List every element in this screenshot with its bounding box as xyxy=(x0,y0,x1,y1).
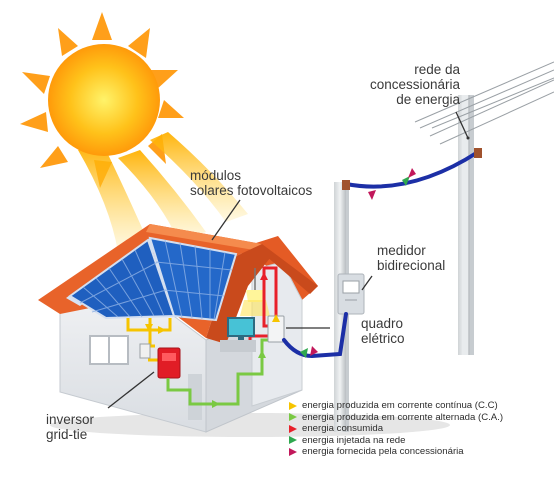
ac-arrow-2 xyxy=(258,350,266,358)
label-inverter-line2: grid-tie xyxy=(46,427,88,442)
legend-marker-dc xyxy=(289,401,297,410)
label-bidirectional-meter: medidor bidirecional xyxy=(377,243,445,273)
insulator-2 xyxy=(474,148,482,158)
television xyxy=(220,317,256,352)
label-solar-modules: módulos solares fotovoltaicos xyxy=(190,168,312,198)
legend-text-supplied: energia fornecida pela concessionária xyxy=(302,446,464,458)
legend-text-dc: energia produzida em corrente contínua (… xyxy=(302,400,498,412)
label-connectors xyxy=(107,111,469,409)
grid-cable xyxy=(282,150,480,359)
legend-marker-ac xyxy=(289,413,297,422)
label-inverter-line1: inversor xyxy=(46,412,95,427)
legend: energia produzida em corrente contínua (… xyxy=(289,400,503,458)
legend-marker-injected xyxy=(289,436,297,445)
label-electrical-panel: quadro elétrico xyxy=(361,316,405,346)
insulator xyxy=(342,180,350,190)
legend-item-consumed: energia consumida xyxy=(289,423,503,435)
label-utility-grid: rede da concessionária de energia xyxy=(362,62,460,107)
label-solar-modules-line1: módulos xyxy=(190,168,242,183)
label-solar-modules-line2: solares fotovoltaicos xyxy=(190,183,313,198)
legend-marker-consumed xyxy=(289,424,297,433)
grid-flow-arrows xyxy=(300,168,416,358)
legend-item-dc: energia produzida em corrente contínua (… xyxy=(289,400,503,412)
sun xyxy=(48,44,160,156)
dc-switch xyxy=(139,343,151,359)
legend-item-ac: energia produzida em corrente alternada … xyxy=(289,412,503,424)
inverter xyxy=(157,347,181,379)
label-utility-grid-line1: rede da xyxy=(414,62,460,77)
sun-beams xyxy=(78,132,248,252)
consumption-arrow xyxy=(260,272,268,280)
grid-wires xyxy=(414,61,554,145)
solar-panels xyxy=(66,236,238,322)
legend-item-injected: energia injetada na rede xyxy=(289,435,503,447)
label-utility-grid-line2: concessionária xyxy=(369,77,460,92)
connector-dot xyxy=(466,136,470,140)
legend-text-injected: energia injetada na rede xyxy=(302,434,406,446)
legend-marker-supplied xyxy=(289,447,297,456)
label-utility-grid-line3: de energia xyxy=(396,92,460,107)
label-inverter: inversor grid-tie xyxy=(46,412,94,442)
legend-text-consumed: energia consumida xyxy=(302,423,384,435)
legend-text-ac: energia produzida em corrente alternada … xyxy=(302,411,504,423)
ground-shadow xyxy=(50,413,450,437)
legend-item-supplied: energia fornecida pela concessionária xyxy=(289,446,503,458)
dc-arrows xyxy=(145,324,166,334)
meter-box xyxy=(337,273,365,315)
electrical-panel xyxy=(267,314,285,343)
label-meter-line2: bidirecional xyxy=(377,258,446,273)
label-panel-line1: quadro xyxy=(361,316,404,331)
label-panel-line2: elétrico xyxy=(361,331,405,346)
ac-arrow xyxy=(212,400,220,408)
label-meter-line1: medidor xyxy=(377,243,426,258)
